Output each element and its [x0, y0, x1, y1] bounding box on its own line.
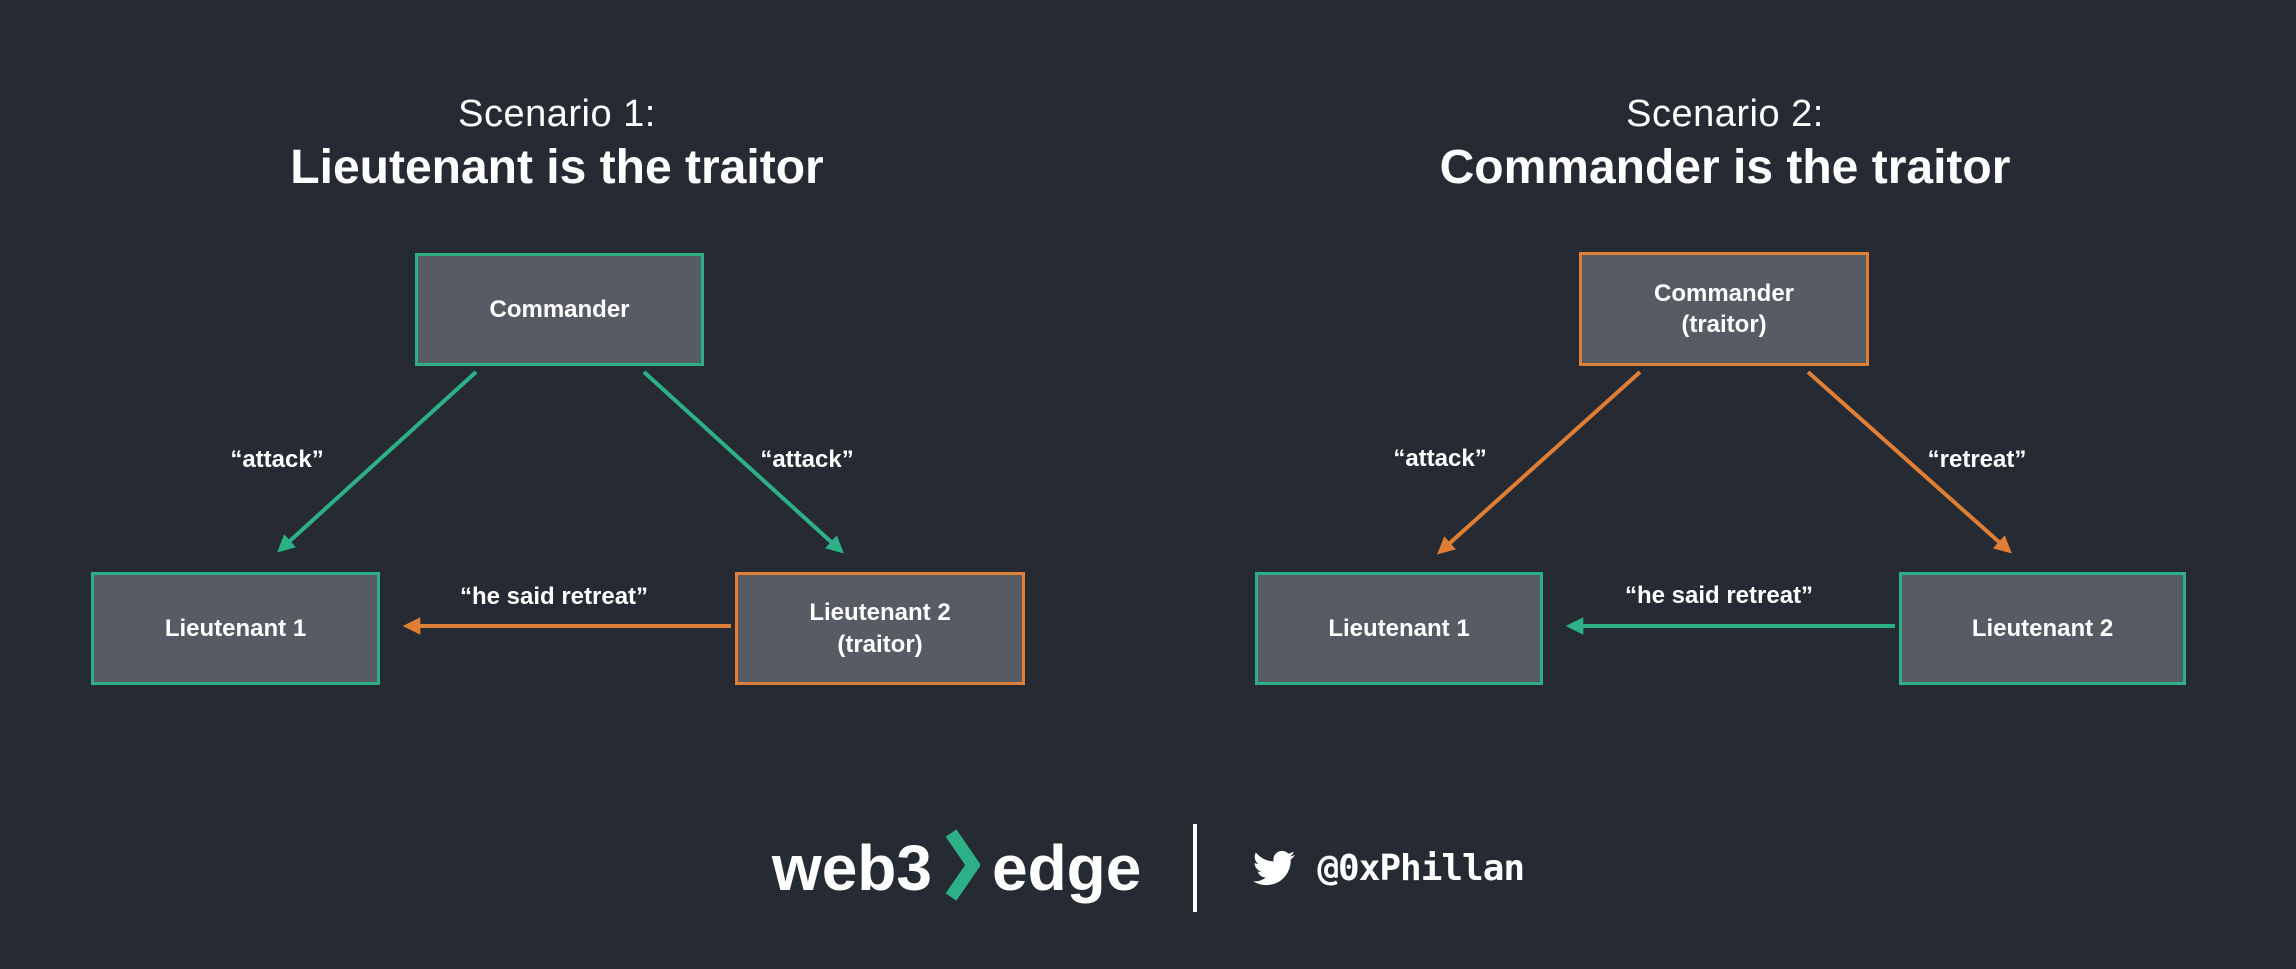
s2-lieutenant2-label: Lieutenant 2 — [1971, 614, 2114, 642]
scenario2-title-line2: Commander is the traitor — [1439, 140, 2011, 194]
s1-commander-label: Commander — [489, 295, 630, 323]
s2-commander-label: Commander — [1653, 279, 1795, 307]
web3edge-logo: web3 edge — [771, 827, 1142, 906]
s2-lieutenant1-label: Lieutenant 1 — [1328, 614, 1470, 642]
s1-lieutenant2-sublabel: (traitor) — [837, 630, 923, 658]
footer-divider — [1193, 824, 1198, 912]
s1-message-attack-left: “attack” — [230, 446, 324, 473]
s1-lieutenant2-label: Lieutenant 2 — [809, 599, 951, 627]
chevron-right-icon — [944, 827, 980, 903]
brand-edge-text: edge — [991, 832, 1142, 904]
brand-web3-text: web3 — [771, 832, 932, 904]
s2-lieutenant2-box: Lieutenant 2 — [1899, 572, 2186, 685]
s2-lieutenant1-box: Lieutenant 1 — [1255, 572, 1543, 685]
s1-commander-box: Commander — [415, 253, 704, 366]
twitter-bird-icon — [1249, 847, 1299, 889]
scenario1-title-line1: Scenario 1: — [458, 93, 656, 135]
s1-lieutenant2-box: Lieutenant 2 (traitor) — [735, 572, 1025, 685]
s1-message-he-said-retreat: “he said retreat” — [459, 583, 649, 610]
scenario2-title: Scenario 2: Commander is the traitor — [1225, 92, 2225, 198]
s2-message-retreat: “retreat” — [1927, 446, 2027, 473]
twitter-handle: @0xPhillan — [1317, 847, 1525, 889]
s1-message-attack-right: “attack” — [760, 446, 854, 473]
scenario2-title-line1: Scenario 2: — [1626, 93, 1824, 135]
s2-commander-box: Commander (traitor) — [1579, 252, 1869, 366]
scenario1-title-line2: Lieutenant is the traitor — [290, 140, 824, 194]
s2-message-he-said-retreat: “he said retreat” — [1624, 582, 1814, 609]
scenario1-title: Scenario 1: Lieutenant is the traitor — [57, 92, 1057, 198]
twitter-attribution: @0xPhillan — [1249, 847, 1525, 889]
s1-lieutenant1-box: Lieutenant 1 — [91, 572, 380, 685]
s2-message-attack: “attack” — [1393, 445, 1487, 472]
s2-commander-sublabel: (traitor) — [1681, 311, 1767, 338]
footer-branding: web3 edge @0xPhillan — [0, 820, 2296, 916]
s1-lieutenant1-label: Lieutenant 1 — [164, 614, 307, 642]
